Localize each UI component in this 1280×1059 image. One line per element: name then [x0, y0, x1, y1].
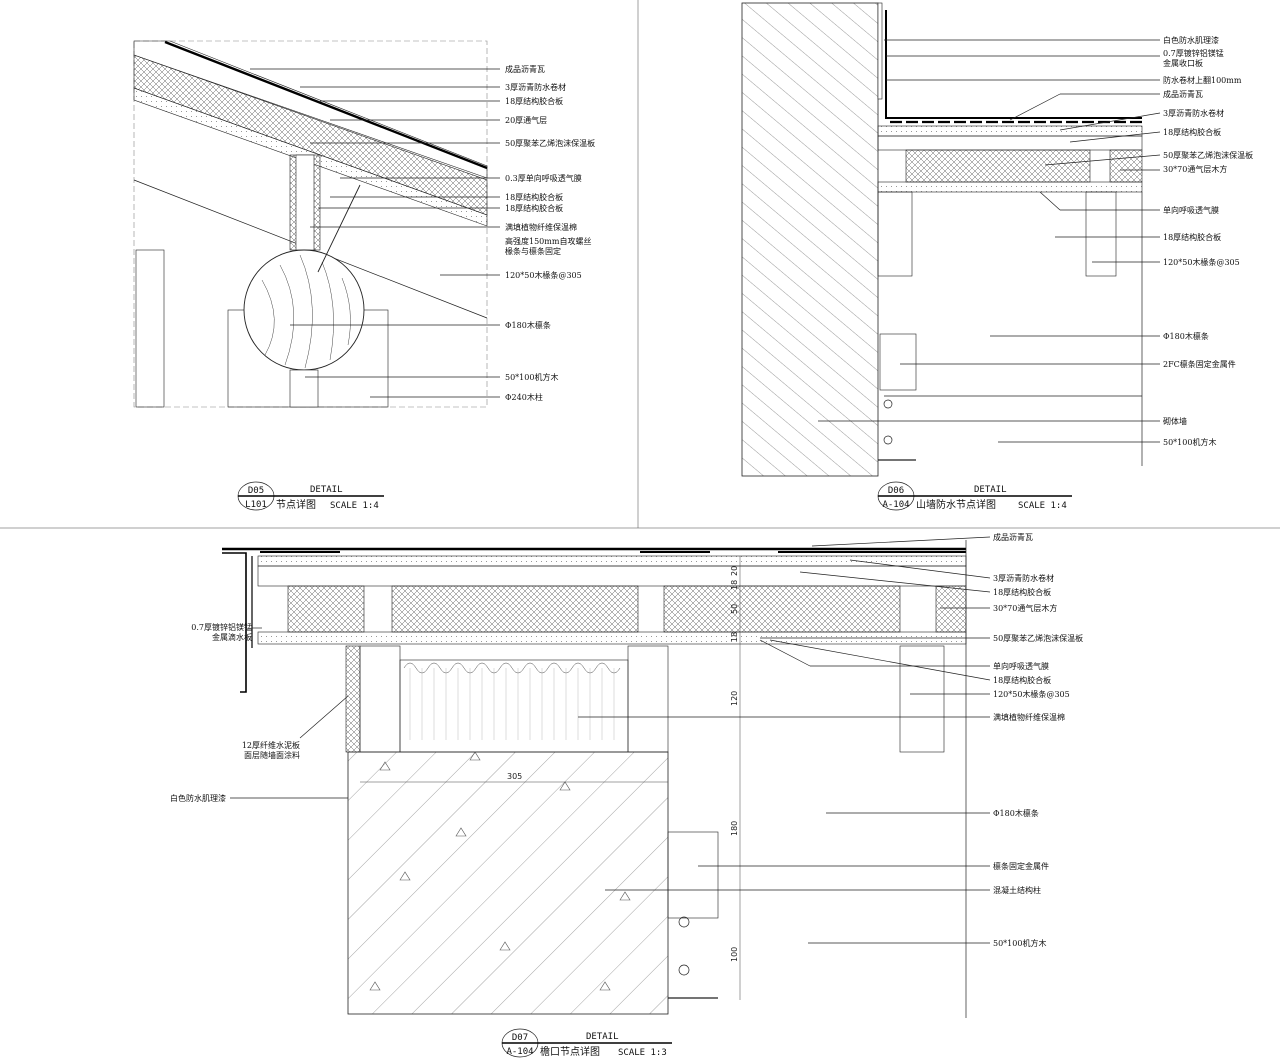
d05-label-15: Φ240木柱: [505, 392, 543, 402]
d06-label-1: 白色防水肌理漆: [1163, 35, 1219, 45]
d07-label-l2: 金属滴水板: [212, 632, 252, 642]
d05-label-14: 50*100机方木: [505, 372, 558, 382]
d07-dim-50: 50: [730, 604, 739, 614]
d07-title-block: D07 A-104 DETAIL 檐口节点详图 SCALE 1:3: [501, 1028, 672, 1058]
d07-scale: SCALE 1:3: [618, 1048, 667, 1058]
d06-label-10: 单向呼吸透气膜: [1163, 205, 1219, 215]
d06-label-4: 防水卷材上翻100mm: [1163, 75, 1242, 85]
d07-label-l4: 面层随墙面涂料: [244, 750, 300, 760]
d05-label-1: 成品沥青瓦: [505, 64, 545, 74]
d05-detail: DETAIL: [310, 485, 343, 495]
d05-label-2: 3厚沥青防水卷材: [505, 82, 566, 92]
d06-label-7: 18厚结构胶合板: [1163, 127, 1221, 137]
d07-label-r4: 30*70通气层木方: [993, 603, 1057, 613]
d05-label-4: 20厚通气层: [505, 115, 547, 125]
d06-label-13: Φ180木檩条: [1163, 331, 1209, 341]
d05-label-3: 18厚结构胶合板: [505, 96, 563, 106]
d07-dim-20: 20: [730, 566, 739, 576]
d07-label-r1: 成品沥青瓦: [993, 532, 1033, 542]
d07-label-r10: Φ180木檩条: [993, 808, 1039, 818]
d07-label-r9: 满填植物纤维保温棉: [993, 712, 1065, 722]
d06-label-14: 2FC檩条固定金属件: [1163, 359, 1236, 369]
detail-d07: 20 18 50 18 120 305 180 100: [170, 532, 1083, 1058]
d06-label-5: 成品沥青瓦: [1163, 89, 1203, 99]
d06-label-6: 3厚沥青防水卷材: [1163, 108, 1224, 118]
d07-label-r12: 混凝土结构柱: [993, 885, 1041, 895]
d05-code: D05: [248, 486, 264, 496]
d05-name: 节点详图: [276, 498, 316, 511]
d07-label-r7: 18厚结构胶合板: [993, 675, 1051, 685]
d07-dim-18b: 18: [730, 632, 739, 642]
d07-dim-100: 100: [730, 947, 739, 962]
d07-label-r2: 3厚沥青防水卷材: [993, 573, 1054, 583]
d07-detail: DETAIL: [586, 1032, 619, 1042]
d07-label-r13: 50*100机方木: [993, 938, 1046, 948]
d07-label-r5: 50厚聚苯乙烯泡沫保温板: [993, 633, 1083, 643]
d05-label-11: 椽条与檩条固定: [505, 246, 561, 256]
d07-label-r11: 檩条固定金属件: [993, 861, 1049, 871]
d06-scale: SCALE 1:4: [1018, 501, 1067, 511]
d05-label-12: 120*50木椽条@305: [505, 270, 582, 280]
d06-title-block: D06 A-104 DETAIL 山墙防水节点详图 SCALE 1:4: [877, 481, 1072, 511]
d07-label-r3: 18厚结构胶合板: [993, 587, 1051, 597]
d05-label-13: Φ180木檩条: [505, 320, 551, 330]
d06-code: D06: [888, 486, 904, 496]
d05-label-8: 18厚结构胶合板: [505, 203, 563, 213]
d06-label-11: 18厚结构胶合板: [1163, 232, 1221, 242]
d07-code: D07: [512, 1033, 528, 1043]
d06-detail: DETAIL: [974, 485, 1007, 495]
d05-title-block: D05 L101 DETAIL 节点详图 SCALE 1:4: [237, 481, 384, 511]
d05-sheet: L101: [245, 500, 267, 510]
d06-label-16: 50*100机方木: [1163, 437, 1216, 447]
d06-label-3: 金属收口板: [1163, 58, 1203, 68]
d06-label-15: 砌体墙: [1163, 416, 1187, 426]
d07-label-l1: 0.7厚镀锌铝镁锰: [191, 622, 252, 632]
d05-label-6: 0.3厚单向呼吸透气膜: [505, 173, 582, 183]
d05-label-10: 高强度150mm自攻螺丝: [505, 236, 591, 246]
d07-dim-120: 120: [730, 691, 739, 706]
d07-sheet: A-104: [506, 1047, 533, 1057]
d05-label-7: 18厚结构胶合板: [505, 192, 563, 202]
detail-d05: 成品沥青瓦 3厚沥青防水卷材 18厚结构胶合板 20厚通气层 50厚聚苯乙烯泡沫…: [133, 40, 595, 511]
d07-dim-18a: 18: [730, 580, 739, 590]
d06-name: 山墙防水节点详图: [916, 498, 996, 511]
d05-label-5: 50厚聚苯乙烯泡沫保温板: [505, 138, 595, 148]
d07-label-l5: 白色防水肌理漆: [170, 793, 226, 803]
detail-d06: 白色防水肌理漆 0.7厚镀锌铝镁锰 金属收口板 防水卷材上翻100mm 成品沥青…: [741, 2, 1253, 511]
d06-sheet: A-104: [882, 500, 909, 510]
d07-label-r8: 120*50木椽条@305: [993, 689, 1070, 699]
d07-dim-180: 180: [730, 821, 739, 836]
d06-label-12: 120*50木椽条@305: [1163, 257, 1240, 267]
d06-label-9: 30*70通气层木方: [1163, 164, 1227, 174]
d07-dim-305: 305: [507, 772, 522, 781]
d05-label-9: 满填植物纤维保温棉: [505, 222, 577, 232]
d05-scale: SCALE 1:4: [330, 501, 379, 511]
d07-label-l3: 12厚纤维水泥板: [242, 740, 300, 750]
d06-label-8: 50厚聚苯乙烯泡沫保温板: [1163, 150, 1253, 160]
d06-label-2: 0.7厚镀锌铝镁锰: [1163, 48, 1224, 58]
d07-label-r6: 单向呼吸透气膜: [993, 661, 1049, 671]
d07-name: 檐口节点详图: [540, 1045, 600, 1058]
